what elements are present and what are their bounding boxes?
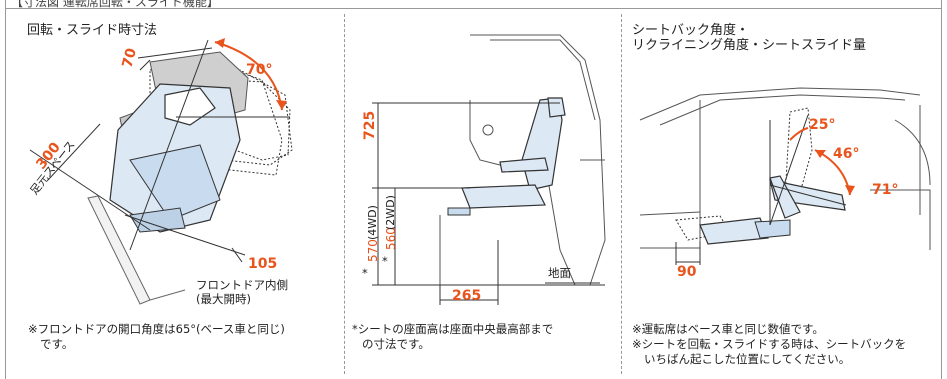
panel3-title-line2: リクライニング角度・シートスライド量 [632,38,867,53]
dim-105: 105 [248,256,278,272]
ground-label: 地面 [548,266,571,280]
dim-90: 90 [677,264,697,280]
door-label-line2: (最大開時) [196,292,251,306]
panel1-title: 回転・スライド時寸法 [27,23,158,38]
panel3-note-line1: ※運転席はベース車と同じ数値です。 [632,322,824,336]
figure-frame [5,0,942,379]
panel3-note-line2: ※シートを回転・スライドする時は、シートバックを [632,337,907,351]
panel3-title-line1: シートバック角度・ [632,23,750,38]
panel1-note-line1: ※フロントドアの開口角度は65°(ベース車と同じ) [28,322,285,336]
angle-70: 70° [246,62,273,78]
asterisk-570: * [362,266,368,280]
panel2-note-line2: の寸法です。 [362,337,430,351]
angle-25: 25° [809,117,836,133]
divider-left [344,14,345,374]
angle-71: 71° [872,182,899,198]
panel2-note-line1: *シートの座面高は座面中央最高部まで [352,322,554,336]
asterisk-560: * [382,254,388,268]
header-bar: 【寸法図 運転席回転・スライド機能】 [5,0,942,9]
divider-right [621,14,622,374]
dim-265: 265 [452,288,482,304]
angle-46: 46° [833,146,860,162]
header-text: 【寸法図 運転席回転・スライド機能】 [11,0,219,9]
panel3-note-line3: いちばん起こした位置にしてください。 [644,352,851,366]
panel1-note-line2: です。 [40,337,74,351]
door-label-line1: フロントドア内側 [196,278,288,292]
